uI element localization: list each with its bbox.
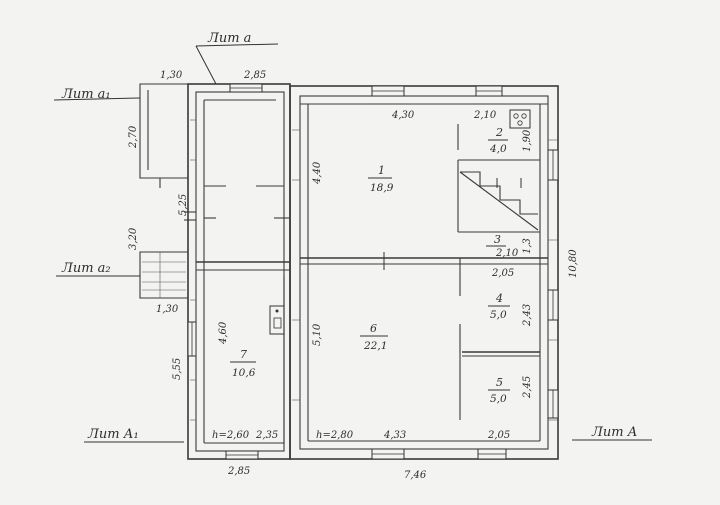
dim-top-room1: 4,30 — [391, 110, 415, 121]
wall-main-block-inner — [299, 95, 549, 450]
dim-h-left: h=2,60 — [212, 430, 250, 441]
lit-labels: Лит а Лит а₁ Лит а₂ Лит А₁ Лит А — [53, 31, 652, 443]
room-7: 7 10,6 — [230, 348, 256, 379]
dim-left-porch: 2,70 — [128, 125, 139, 149]
dim-room1-height: 4,40 — [312, 161, 323, 185]
svg-text:3: 3 — [494, 233, 501, 246]
dim-bottom-room6: 4,33 — [383, 430, 406, 441]
dim-bottom-total: 7,46 — [404, 470, 427, 481]
room-6: 6 22,1 — [360, 322, 388, 352]
dim-bottom-porch: 1,30 — [156, 304, 179, 315]
dim-room6-height: 5,10 — [312, 323, 323, 346]
stove-icon — [509, 109, 531, 129]
furnace-icon — [269, 305, 285, 335]
dim-room4-top: 2,05 — [491, 268, 514, 279]
room-3: 3 — [486, 233, 506, 247]
svg-text:2: 2 — [495, 126, 503, 139]
svg-text:4,0: 4,0 — [489, 143, 507, 155]
dim-top-room2: 2,10 — [473, 110, 497, 121]
room-1: 1 18,9 — [368, 164, 394, 194]
wall-hatching — [190, 119, 558, 421]
partitions — [196, 124, 548, 444]
porch-a1-outline — [139, 83, 188, 188]
dim-bottom-room5: 2,05 — [487, 430, 510, 441]
room-4: 4 5,0 — [488, 292, 510, 321]
dim-room5-height: 2,45 — [522, 376, 533, 399]
dimensions: 1,30 2,85 4,30 2,10 2,70 5,25 3,20 1,30 … — [128, 70, 579, 481]
dim-left-room7: 5,55 — [172, 358, 183, 380]
label-lit-a2: Лит а₂ — [61, 261, 111, 276]
stairs — [460, 171, 538, 215]
dim-h-right: h=2,80 — [316, 430, 354, 441]
dim-room3-width: 2,10 — [495, 248, 519, 259]
svg-text:10,6: 10,6 — [232, 367, 256, 379]
svg-text:4: 4 — [495, 292, 503, 305]
svg-text:7: 7 — [240, 348, 247, 361]
dim-top-mid: 2,85 — [243, 70, 266, 81]
dim-room4-height: 2,43 — [522, 304, 533, 327]
wall-left-block-outer — [187, 83, 291, 460]
svg-text:5,0: 5,0 — [490, 393, 507, 405]
porch — [139, 83, 196, 299]
wall-main-block-outer — [289, 85, 559, 460]
rooms: 1 18,9 2 4,0 3 4 5,0 5 5,0 6 22,1 — [230, 126, 510, 405]
dim-bottom-total-left: 2,85 — [227, 466, 250, 477]
svg-text:18,9: 18,9 — [370, 182, 394, 194]
porch-a2-outline — [139, 251, 188, 299]
dim-bottom-room7: 2,35 — [255, 430, 278, 441]
dim-right-total: 10,80 — [568, 249, 579, 278]
label-lit-top: Лит а — [207, 31, 251, 46]
svg-text:5: 5 — [496, 376, 503, 389]
label-lit-A1: Лит А₁ — [87, 427, 139, 442]
room-5: 5 5,0 — [488, 376, 510, 405]
dim-room3-height: 1,3 — [522, 238, 533, 254]
windows — [187, 83, 559, 460]
wall-left-block-inner — [195, 91, 285, 452]
room-2: 2 4,0 — [488, 126, 508, 155]
svg-text:1: 1 — [378, 164, 385, 177]
dim-room7-inner: 4,60 — [218, 321, 229, 345]
dim-left-mid: 5,25 — [178, 194, 189, 216]
label-lit-A: Лит А — [591, 425, 638, 440]
svg-text:6: 6 — [370, 322, 377, 335]
dim-left-lower: 3,20 — [128, 227, 139, 250]
svg-text:22,1: 22,1 — [363, 340, 387, 352]
dim-room2-height: 1,90 — [522, 129, 533, 152]
dim-top-left: 1,30 — [160, 70, 183, 81]
svg-text:5,0: 5,0 — [490, 309, 507, 321]
label-lit-a1: Лит а₁ — [61, 87, 111, 102]
